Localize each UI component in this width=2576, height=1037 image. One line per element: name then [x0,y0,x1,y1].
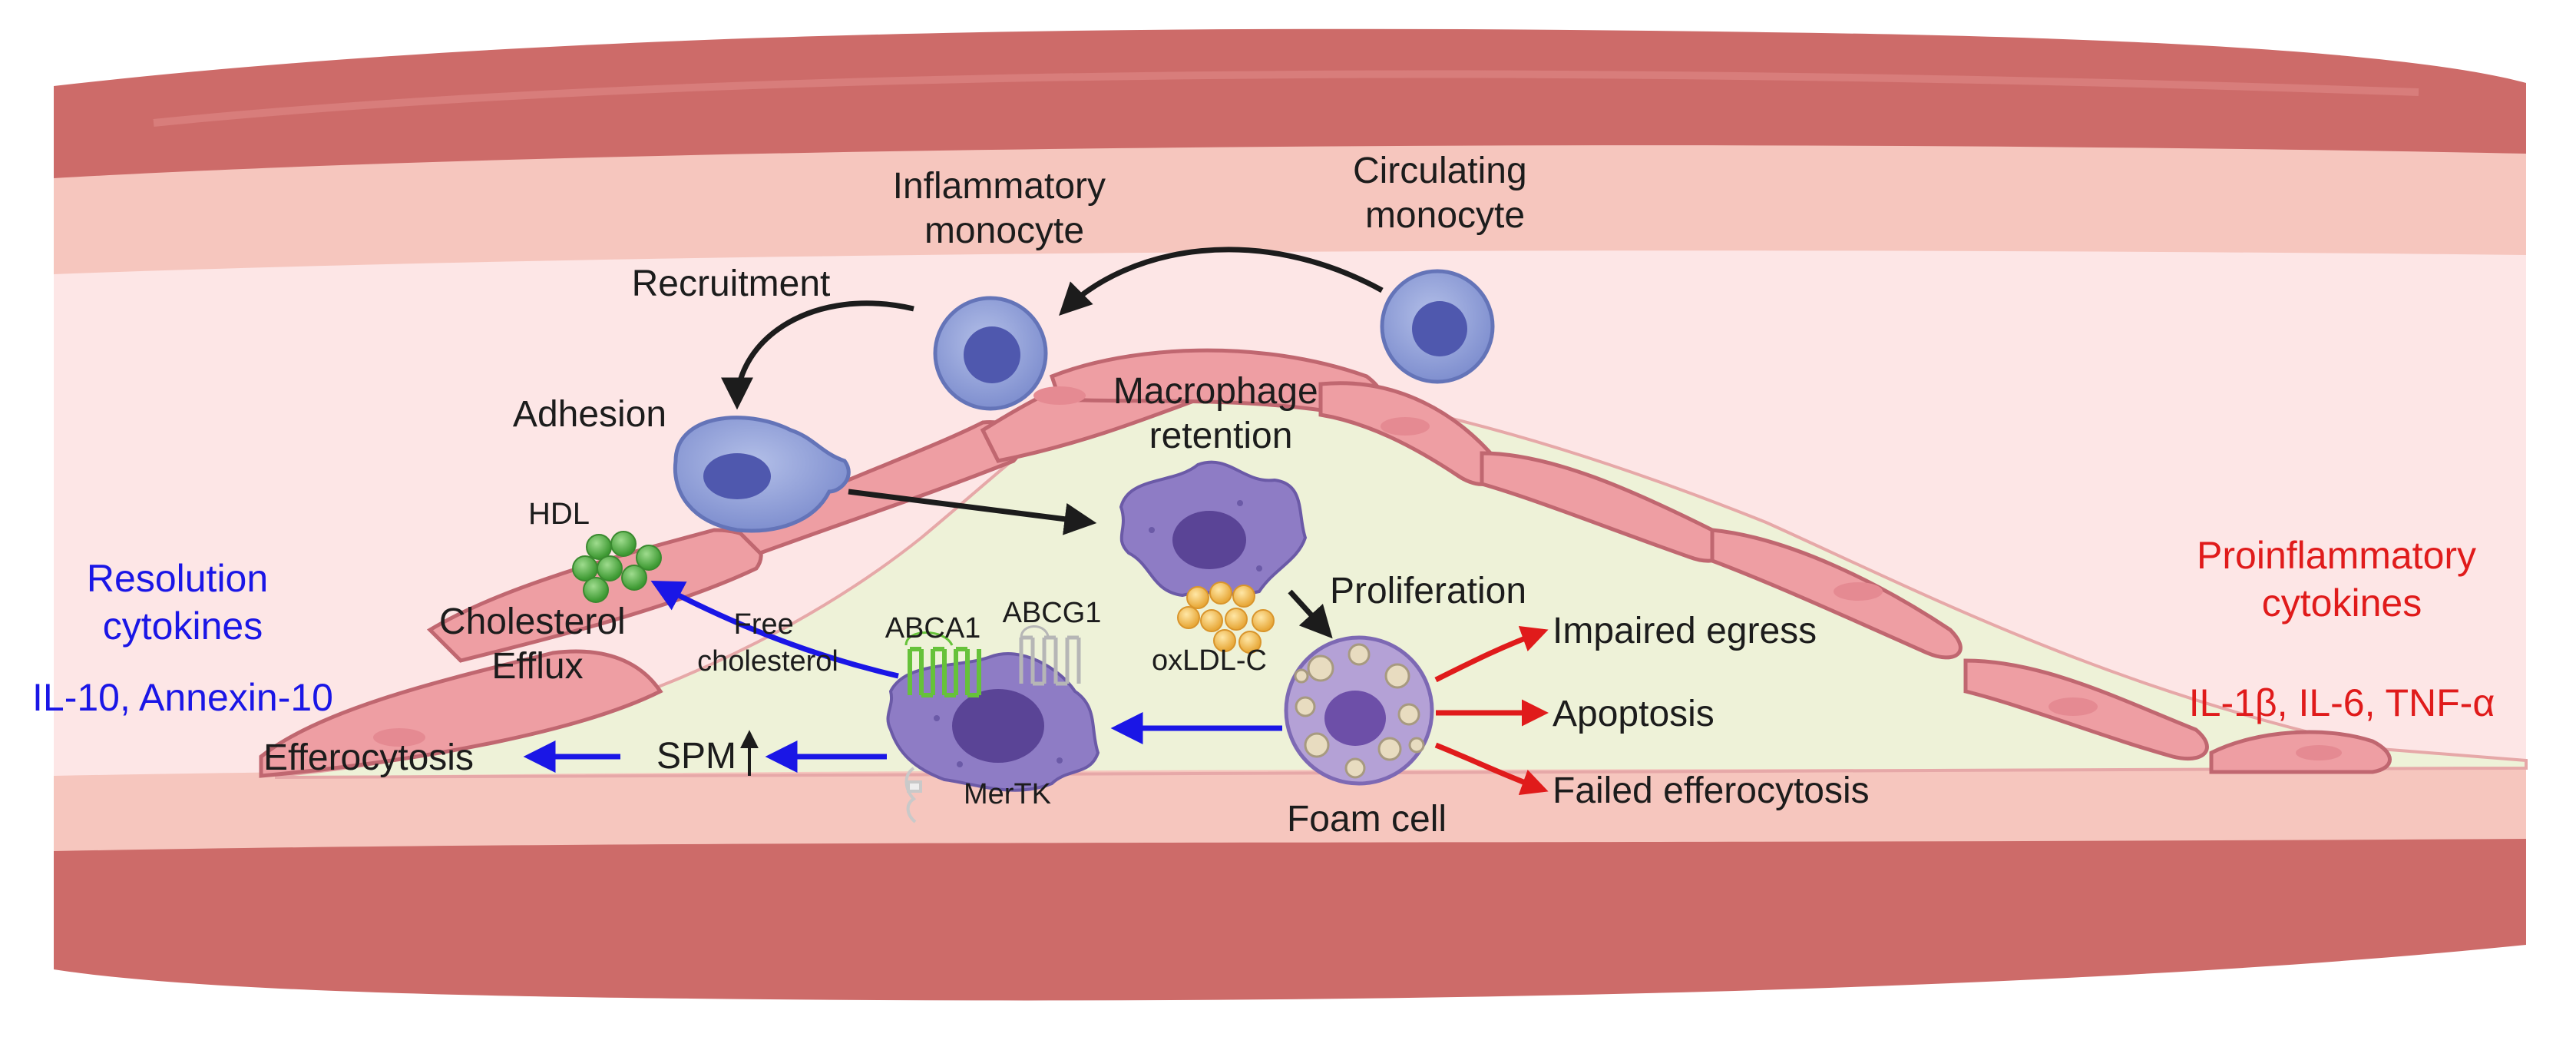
label-hdl: HDL [528,497,590,531]
label-circulating-monocyte: Circulating monocyte [1353,151,1537,236]
label-spm: SPM [656,736,736,777]
adherent-monocyte-cell [673,416,851,533]
arrow-to-impaired-egress [1434,626,1549,683]
arrow-retention-to-foam-cell [1288,589,1333,639]
label-proliferation: Proliferation [1330,571,1526,611]
circulating-monocyte-cell [1380,269,1495,384]
labels: Inflammatory monocyte Circulating monocy… [32,151,2495,840]
vessel-wall-shine [153,70,2419,127]
endothelial-nucleus [1033,386,1086,405]
endothelial-nucleus [2296,745,2342,760]
label-oxldl: oxLDL-C [1152,644,1267,677]
endothelial-nucleus [373,728,425,747]
blood-vessel [54,28,2528,1001]
hdl-particles [572,531,662,603]
resolution-cytokines-list: IL-10, Annexin-10 [32,676,333,719]
vessel-intima-top [54,145,2526,277]
mertk-receptor [904,767,922,823]
oxldl-particles [1177,581,1275,654]
arrow-recruitment-to-adhesion [721,300,914,410]
vessel-intima-bottom [54,764,2526,851]
label-efferocytosis: Efferocytosis [263,737,474,778]
arrow-adhesion-to-retention [848,489,1097,535]
foam-cell [1284,635,1434,786]
abca1-transporter [904,631,981,697]
endothelial-nucleus [1834,582,1883,601]
arrows [523,247,1549,795]
proinflammatory-cytokines-list: IL-1β, IL-6, TNF-α [2189,681,2495,724]
label-failed-efferocytosis: Failed efferocytosis [1553,770,1870,811]
endothelial-nucleus [1381,417,1430,436]
label-apoptosis: Apoptosis [1553,694,1715,734]
endothelial-cell [259,649,663,778]
label-adhesion: Adhesion [513,394,666,435]
abcg1-transporter [1019,625,1081,686]
label-mertk: MerTK [964,778,1051,810]
retained-macrophage-cell [1119,460,1308,598]
label-free-cholesterol: Free cholesterol [697,608,838,678]
label-inflammatory-monocyte: Inflammatory monocyte [893,166,1116,251]
arrow-free-cholesterol-to-hdl [650,581,899,679]
label-macrophage-retention: Macrophage retention [1113,371,1328,456]
label-abca1: ABCA1 [885,612,981,644]
label-cholesterol-efflux: Cholesterol Efflux [439,601,636,687]
resolution-cytokines-title: Resolution cytokines [87,557,279,648]
vessel-outer-wall-bottom [54,833,2526,1001]
label-impaired-egress: Impaired egress [1553,611,1817,651]
label-foam-cell: Foam cell [1287,799,1447,840]
arrow-circulating-to-inflammatory [1059,247,1384,316]
label-abcg1: ABCG1 [1003,597,1102,629]
lipid-droplets [1294,643,1425,779]
vessel-outer-wall-top [54,28,2526,181]
efferocytic-macrophage-cell [886,652,1100,792]
inflammatory-monocyte-cell [933,296,1048,411]
proinflammatory-cytokines-title: Proinflammatory cytokines [2197,534,2487,625]
arrow-to-failed-efferocytosis [1434,742,1549,795]
label-recruitment: Recruitment [632,263,831,304]
endothelial-nucleus [2049,697,2098,716]
